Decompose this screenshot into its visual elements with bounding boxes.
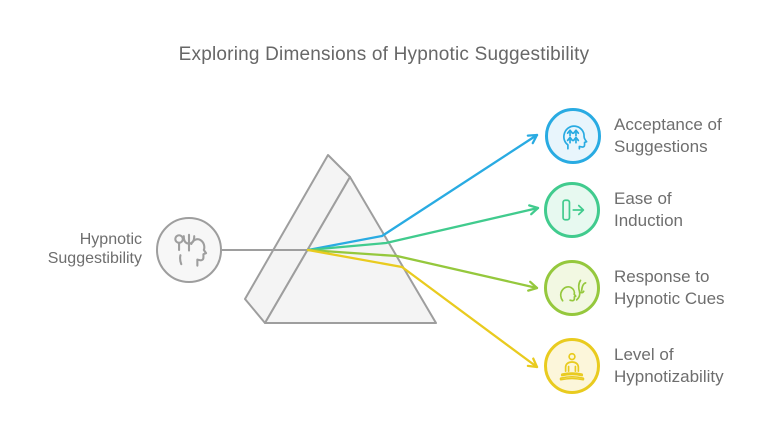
dimension-label-cues-line2: Hypnotic Cues	[614, 289, 725, 308]
ray-induction	[306, 204, 540, 252]
dimension-label-cues-line1: Response to	[614, 267, 710, 286]
dimension-label-induction-line1: Ease of	[614, 189, 672, 208]
dimension-label-hypnotizability: Level of Hypnotizability	[614, 344, 764, 388]
mind-tools-icon	[174, 233, 208, 267]
head-arrows-icon	[563, 125, 588, 150]
dimension-label-induction: Ease of Induction	[614, 188, 764, 232]
dimension-node-hypnotizability	[544, 338, 600, 394]
ray-hypnotizability	[306, 248, 539, 369]
dimension-label-acceptance: Acceptance of Suggestions	[614, 114, 764, 158]
source-node	[156, 217, 222, 283]
dimension-label-acceptance-line2: Suggestions	[614, 137, 708, 156]
ray-cues	[306, 248, 539, 292]
diagram-title: Exploring Dimensions of Hypnotic Suggest…	[178, 44, 590, 65]
source-label: Hypnotic Suggestibility	[18, 230, 142, 268]
snap-hand-icon	[559, 279, 587, 302]
dimension-node-acceptance	[545, 108, 601, 164]
dimension-label-hypnotizability-line2: Hypnotizability	[614, 367, 724, 386]
dimension-label-induction-line2: Induction	[614, 211, 683, 230]
dimension-node-induction	[544, 182, 600, 238]
ray-acceptance	[306, 133, 539, 252]
door-arrow-icon	[562, 199, 585, 221]
dimension-label-cues: Response to Hypnotic Cues	[614, 266, 764, 310]
source-label-line1: Hypnotic	[79, 231, 142, 248]
dimension-label-hypnotizability-line1: Level of	[614, 345, 674, 364]
source-label-line2: Suggestibility	[47, 250, 142, 267]
dimension-node-cues	[544, 260, 600, 316]
dimension-label-acceptance-line1: Acceptance of	[614, 115, 722, 134]
meditation-icon	[559, 352, 585, 381]
